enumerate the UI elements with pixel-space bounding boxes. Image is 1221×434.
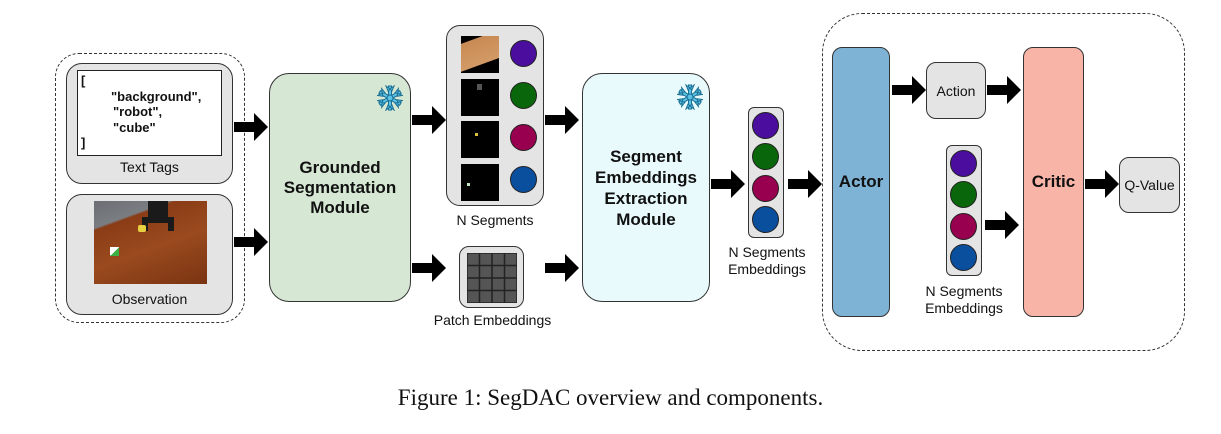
segment-color-3: [510, 124, 537, 151]
observation-image: [94, 201, 207, 284]
robot-gripper: [148, 201, 168, 223]
critic-embedding-color-3: [950, 213, 977, 240]
embedding-color-2: [752, 143, 779, 170]
observation-label: Observation: [111, 291, 188, 307]
gsm-line-2: Segmentation: [283, 177, 397, 197]
arrow-actor-to-action: [892, 76, 926, 104]
seem-line-1: Segment: [610, 146, 682, 166]
input-group: [55, 53, 245, 323]
q-value-label: Q-Value: [1124, 177, 1175, 193]
actor-label: Actor: [838, 172, 884, 191]
segment-color-2: [510, 82, 537, 109]
bracket-open: [: [81, 73, 86, 88]
actor-module: Actor: [832, 47, 890, 317]
critic-embeddings-panel: [946, 145, 982, 276]
embedding-color-3: [752, 175, 779, 202]
embedding-color-1: [752, 112, 779, 139]
segment-color-4: [510, 166, 537, 193]
label-line-1: N Segments: [925, 283, 1003, 299]
action-box: Action: [926, 62, 986, 119]
arrow-segments-to-extraction: [545, 106, 579, 134]
arrow-embeddings-to-critic: [985, 211, 1019, 239]
segment-mask-yellow: [461, 121, 499, 158]
arrow-patches-to-extraction: [545, 254, 579, 282]
arrow-embeddings-to-actor: [788, 170, 822, 198]
segment-color-1: [510, 40, 537, 67]
arrow-critic-to-qvalue: [1085, 170, 1119, 198]
segment-mask-robot: [461, 79, 499, 116]
segment-mask-cube: [461, 164, 499, 201]
arrow-segmentation-to-segments: [412, 106, 446, 134]
patch-grid: [467, 253, 517, 303]
label-line-2: Embeddings: [925, 300, 1003, 316]
seem-line-2: Embeddings: [594, 167, 697, 187]
critic-embedding-color-4: [950, 244, 977, 271]
tag-background: "background",: [111, 88, 202, 104]
label-line-2: Embeddings: [728, 261, 806, 277]
gsm-line-1: Grounded: [299, 157, 381, 177]
arrow-action-to-critic: [987, 76, 1021, 104]
n-segments-embeddings-label: N Segments Embeddings: [710, 244, 824, 278]
arrow-text-to-segmentation: [234, 113, 268, 141]
n-segments-panel: [446, 25, 544, 206]
embedding-color-4: [752, 206, 779, 233]
observation-panel: Observation: [66, 194, 233, 315]
n-segments-embeddings-panel: [748, 107, 784, 238]
seem-line-3: Extraction: [604, 188, 688, 208]
yellow-object: [138, 225, 146, 232]
gsm-line-3: Module: [310, 197, 370, 217]
seem-line-4: Module: [616, 209, 676, 229]
tag-cube: "cube": [113, 119, 156, 135]
gripper-finger-right: [168, 217, 174, 231]
arrow-extraction-to-embeddings: [711, 170, 745, 198]
q-value-box: Q-Value: [1119, 157, 1180, 213]
grounded-segmentation-module: Grounded Segmentation Module: [269, 73, 411, 302]
text-tags-label: Text Tags: [120, 159, 179, 175]
action-label: Action: [936, 82, 976, 99]
arrow-observation-to-segmentation: [234, 228, 268, 256]
snowflake-icon: [677, 84, 703, 110]
segment-mask-background: [461, 36, 499, 73]
label-line-1: N Segments: [728, 244, 806, 260]
critic-label: Critic: [1031, 172, 1076, 191]
arrow-segmentation-to-patches: [412, 254, 446, 282]
n-segments-label: N Segments: [456, 212, 534, 228]
cube: [110, 247, 119, 256]
text-tags-panel: [ "background", "robot", "cube" ] Text T…: [66, 63, 233, 184]
text-tags-content: [ "background", "robot", "cube" ]: [77, 70, 222, 156]
bracket-close: ]: [81, 135, 86, 150]
critic-embeddings-label: N Segments Embeddings: [906, 283, 1022, 317]
patch-embeddings-label: Patch Embeddings: [433, 312, 552, 328]
critic-embedding-color-2: [950, 181, 977, 208]
critic-embedding-color-1: [950, 150, 977, 177]
gripper-finger-left: [142, 217, 148, 231]
segment-embeddings-extraction-module: Segment Embeddings Extraction Module: [582, 73, 710, 302]
snowflake-icon: [377, 85, 403, 111]
actor-critic-group: [822, 13, 1185, 351]
patch-embeddings-panel: [459, 246, 524, 308]
figure-caption: Figure 1: SegDAC overview and components…: [397, 385, 824, 410]
critic-module: Critic: [1023, 47, 1084, 317]
tag-robot: "robot",: [113, 104, 163, 119]
